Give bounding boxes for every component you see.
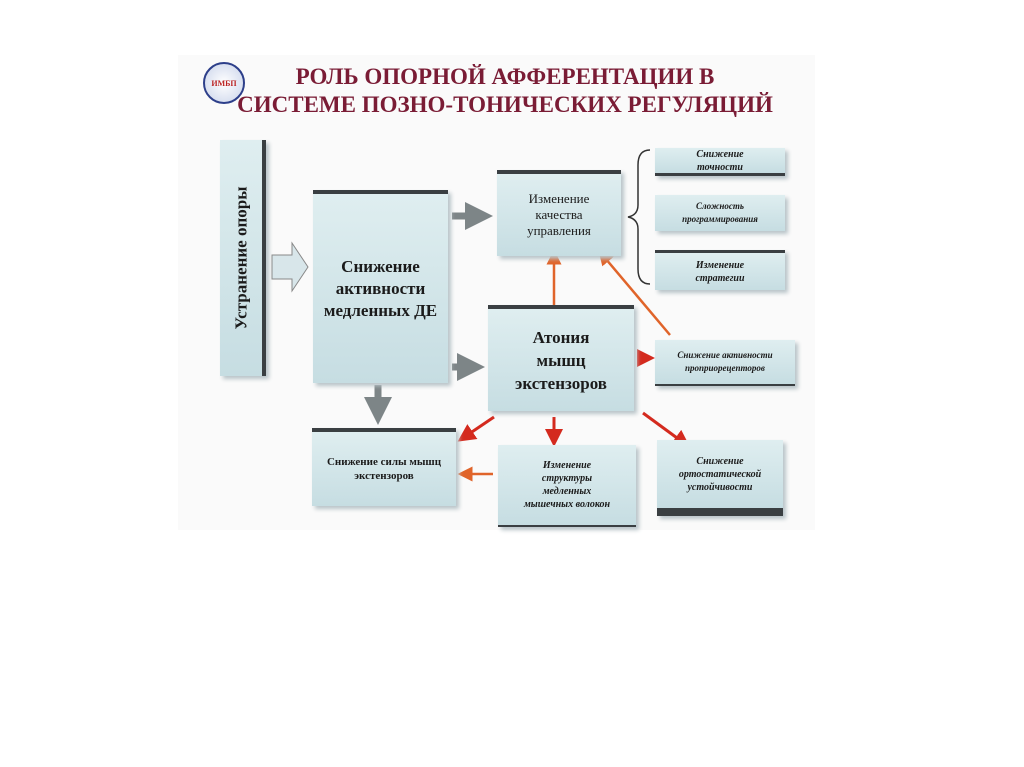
atonia-label: Атония мышц экстензоров [515, 327, 607, 393]
title-line-1: РОЛЬ ОПОРНОЙ АФФЕРЕНТАЦИИ В [295, 64, 715, 89]
programming-label: Сложность программирования [682, 201, 758, 224]
structure-box: Изменение структуры медленных мышечных в… [498, 445, 636, 527]
brace [627, 149, 651, 285]
support-removal-box: Устранение опоры [220, 140, 266, 376]
orthostatic-label: Снижение ортостатической устойчивости [678, 455, 762, 493]
arrow-atonia-to-strength [457, 415, 495, 442]
control-quality-box: Изменение качества управления [497, 170, 621, 256]
arrow-proprio-to-control [598, 250, 671, 336]
atonia-box: Атония мышц экстензоров [488, 305, 634, 411]
title-line-2: СИСТЕМЕ ПОЗНО-ТОНИЧЕСКИХ РЕГУЛЯЦИЙ [237, 92, 773, 117]
programming-box: Сложность программирования [655, 195, 785, 231]
slow-mu-box: Снижение активности медленных ДЕ [313, 190, 448, 383]
institute-logo: ИМБП [203, 62, 245, 104]
strength-box: Снижение силы мышц экстензоров [312, 428, 456, 506]
accuracy-box: Снижение точности [655, 148, 785, 176]
orthostatic-box: Снижение ортостатической устойчивости [657, 440, 783, 516]
proprio-label: Снижение активности проприорецепторов [677, 350, 773, 373]
strategy-box: Изменение стратегии [655, 250, 785, 290]
control-quality-label: Изменение качества управления [527, 191, 591, 238]
strategy-label: Изменение стратегии [695, 259, 745, 284]
big-arrow [271, 241, 309, 293]
slide-title: РОЛЬ ОПОРНОЙ АФФЕРЕНТАЦИИ В СИСТЕМЕ ПОЗНО… [205, 63, 805, 119]
support-removal-label: Устранение опоры [231, 186, 251, 330]
proprio-box: Снижение активности проприорецепторов [655, 340, 795, 386]
strength-label: Снижение силы мышц экстензоров [326, 456, 442, 482]
structure-label: Изменение структуры медленных мышечных в… [523, 460, 611, 510]
logo-text: ИМБП [211, 78, 237, 88]
slow-mu-label: Снижение активности медленных ДЕ [323, 256, 438, 320]
accuracy-label: Снижение точности [696, 148, 744, 173]
